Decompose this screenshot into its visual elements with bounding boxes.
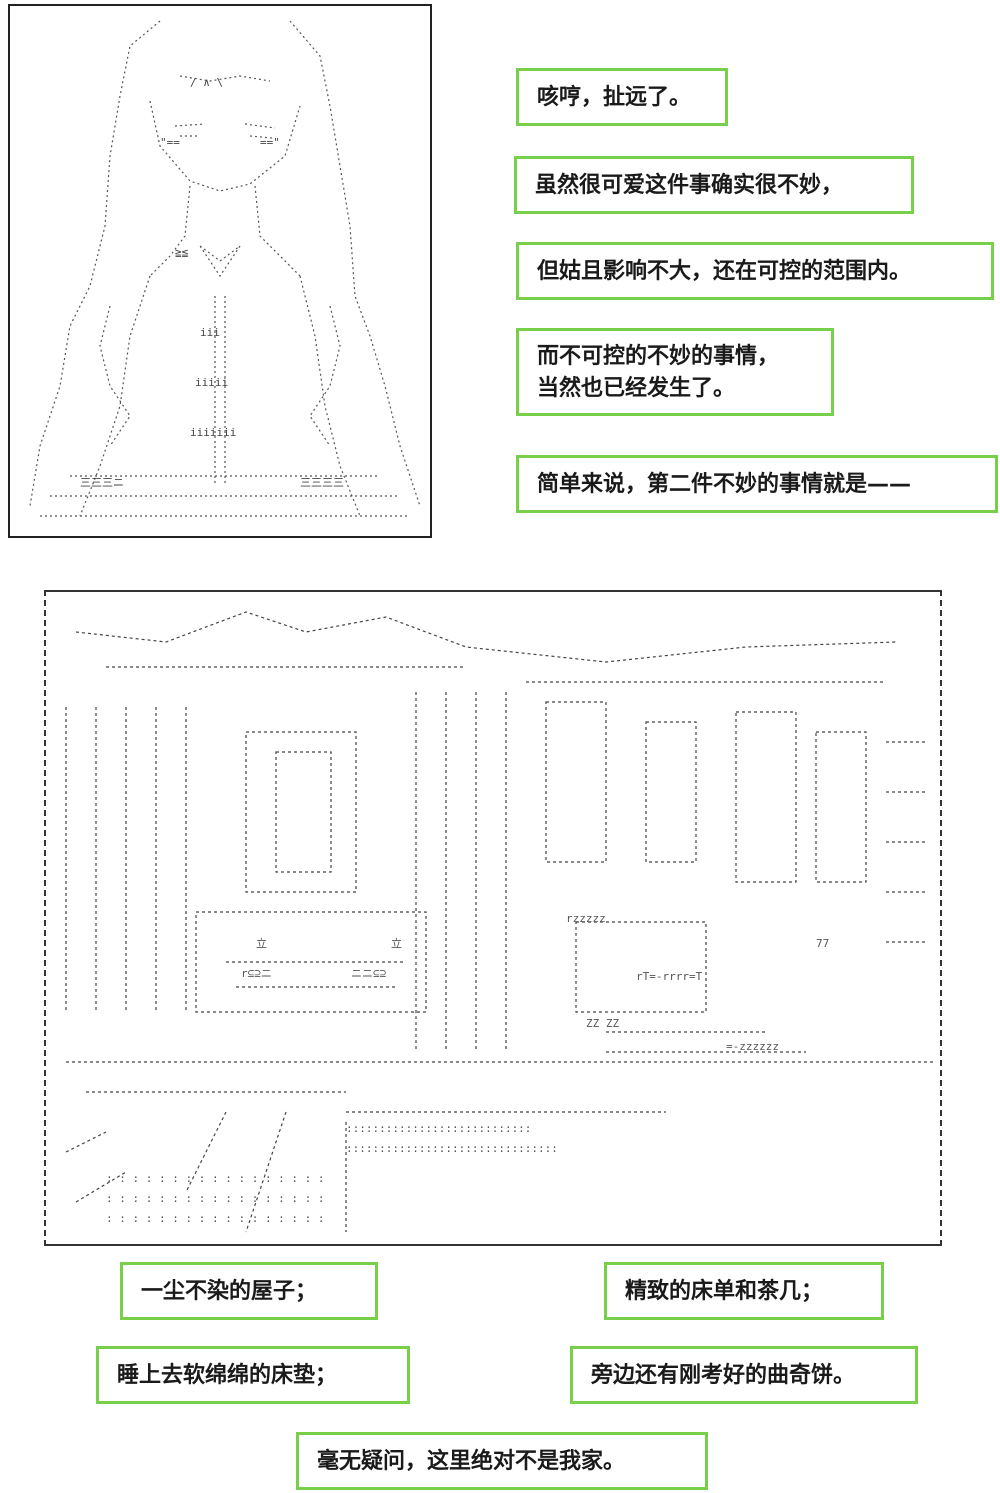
svg-text:iiiii: iiiii: [195, 376, 228, 389]
caption-box: 精致的床单和茶几；: [604, 1262, 884, 1320]
bedroom-ascii-art-icon: rzzzzz rT=-rrrr=T ZZ ZZ =-zzzzzz 立 立 r⊆⊇…: [65, 611, 936, 1233]
svg-text:立: 立: [256, 936, 267, 950]
svg-text:三三三ニ: 三三三ニ: [80, 476, 124, 489]
svg-text:ニニ⊆⊇: ニニ⊆⊇: [351, 967, 387, 980]
caption-text: 旁边还有刚考好的曲奇饼。: [591, 1363, 856, 1388]
svg-text:::::::::::::::::::::::::::::::: ::::::::::::::::::::::::::::::::: [346, 1142, 558, 1155]
caption-box: 毫无疑问，这里绝对不是我家。: [296, 1432, 708, 1490]
caption-box: 旁边还有刚考好的曲奇饼。: [570, 1346, 918, 1404]
caption-box: 简单来说，第二件不妙的事情就是——: [516, 455, 998, 513]
svg-text:==": ==": [260, 136, 280, 149]
svg-text:ZZ ZZ: ZZ ZZ: [586, 1017, 619, 1030]
caption-text: 虽然很可爱这件事确实很不妙，: [535, 173, 844, 198]
caption-text: 咳哼，扯远了。: [537, 85, 692, 110]
caption-box: 一尘不染的屋子；: [120, 1262, 378, 1320]
girl-art-panel: / ∧ \ "== ==" ≧≦ iii iiiii iiiiiii 三三三ニ …: [8, 4, 432, 538]
svg-text:"==: "==: [160, 136, 180, 149]
caption-box: 而不可控的不妙的事情， 当然也已经发生了。: [516, 328, 834, 416]
caption-text: 而不可控的不妙的事情，: [537, 344, 780, 369]
svg-text:r⊆⊇ニ: r⊆⊇ニ: [241, 967, 272, 980]
bedroom-art-panel: rzzzzz rT=-rrrr=T ZZ ZZ =-zzzzzz 立 立 r⊆⊇…: [44, 590, 942, 1246]
svg-text:立: 立: [391, 936, 402, 950]
caption-box: 虽然很可爱这件事确实很不妙，: [514, 156, 914, 214]
caption-text: 一尘不染的屋子；: [141, 1279, 318, 1304]
svg-text:iiiiiii: iiiiiii: [190, 426, 236, 439]
caption-text: 睡上去软绵绵的床垫；: [117, 1363, 338, 1388]
svg-text:三三三三: 三三三三: [300, 476, 344, 489]
caption-box: 睡上去软绵绵的床垫；: [96, 1346, 410, 1404]
caption-text: 简单来说，第二件不妙的事情就是——: [537, 472, 912, 497]
caption-box: 但姑且影响不大，还在可控的范围内。: [516, 242, 994, 300]
svg-text:/ ∧ \: / ∧ \: [190, 76, 223, 89]
girl-ascii-art-icon: / ∧ \ "== ==" ≧≦ iii iiiii iiiiiii 三三三ニ …: [29, 20, 421, 517]
svg-text:: : : : : : : : : : : : : : :: : : : : : : : : : : : : : : : : :: [106, 1212, 325, 1225]
caption-text: 精致的床单和茶几；: [625, 1279, 824, 1304]
svg-text:=-zzzzzz: =-zzzzzz: [726, 1040, 779, 1053]
svg-text:::::::::::::::::::::::::::::: ::::::::::::::::::::::::::::: [346, 1122, 531, 1135]
svg-text:iii: iii: [200, 326, 220, 339]
caption-text: 当然也已经发生了。: [537, 376, 736, 401]
caption-text: 毫无疑问，这里绝对不是我家。: [317, 1449, 626, 1474]
caption-text: 但姑且影响不大，还在可控的范围内。: [537, 259, 912, 284]
svg-text:: : : : : : : : : : : : : : :: : : : : : : : : : : : : : : : : :: [106, 1192, 325, 1205]
svg-text:77: 77: [816, 937, 829, 950]
svg-text:: : : : : : : : : : : : : : :: : : : : : : : : : : : : : : : : :: [106, 1172, 325, 1185]
svg-text:rzzzzz: rzzzzz: [566, 912, 606, 925]
caption-box: 咳哼，扯远了。: [516, 68, 728, 126]
svg-text:rT=-rrrr=T: rT=-rrrr=T: [636, 970, 703, 983]
svg-text:≧≦: ≧≦: [175, 246, 189, 259]
